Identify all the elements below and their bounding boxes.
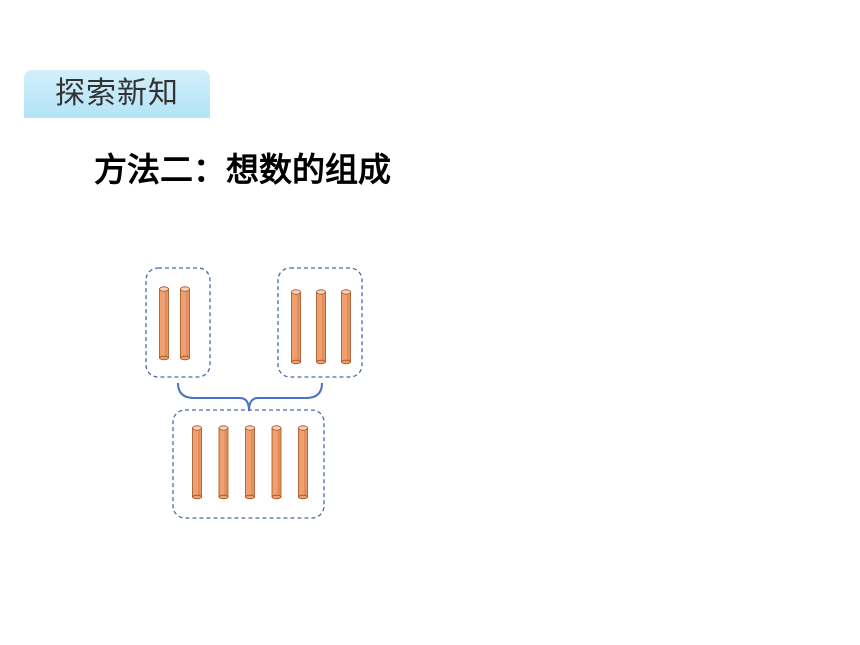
stick-group — [159, 286, 190, 361]
group-box-2 — [145, 267, 211, 378]
group-box-5 — [172, 409, 325, 519]
counting-stick — [298, 425, 308, 500]
group-box-3 — [277, 267, 363, 378]
counting-stick — [192, 425, 202, 500]
dashed-box — [145, 267, 211, 378]
counting-stick — [218, 425, 229, 500]
counting-stick — [159, 286, 169, 361]
counting-stick — [341, 289, 351, 365]
counting-stick — [316, 289, 326, 365]
counting-stick — [271, 425, 282, 500]
dashed-box — [277, 267, 363, 378]
counting-stick — [291, 289, 301, 365]
stick-group — [192, 425, 308, 500]
stick-group — [291, 289, 351, 365]
counting-stick — [180, 286, 190, 361]
combine-brace — [177, 382, 323, 412]
section-tag: 探索新知 — [24, 70, 210, 118]
counting-stick — [245, 425, 255, 500]
page-heading: 方法二：想数的组成 — [94, 150, 391, 189]
dashed-box — [172, 409, 325, 519]
